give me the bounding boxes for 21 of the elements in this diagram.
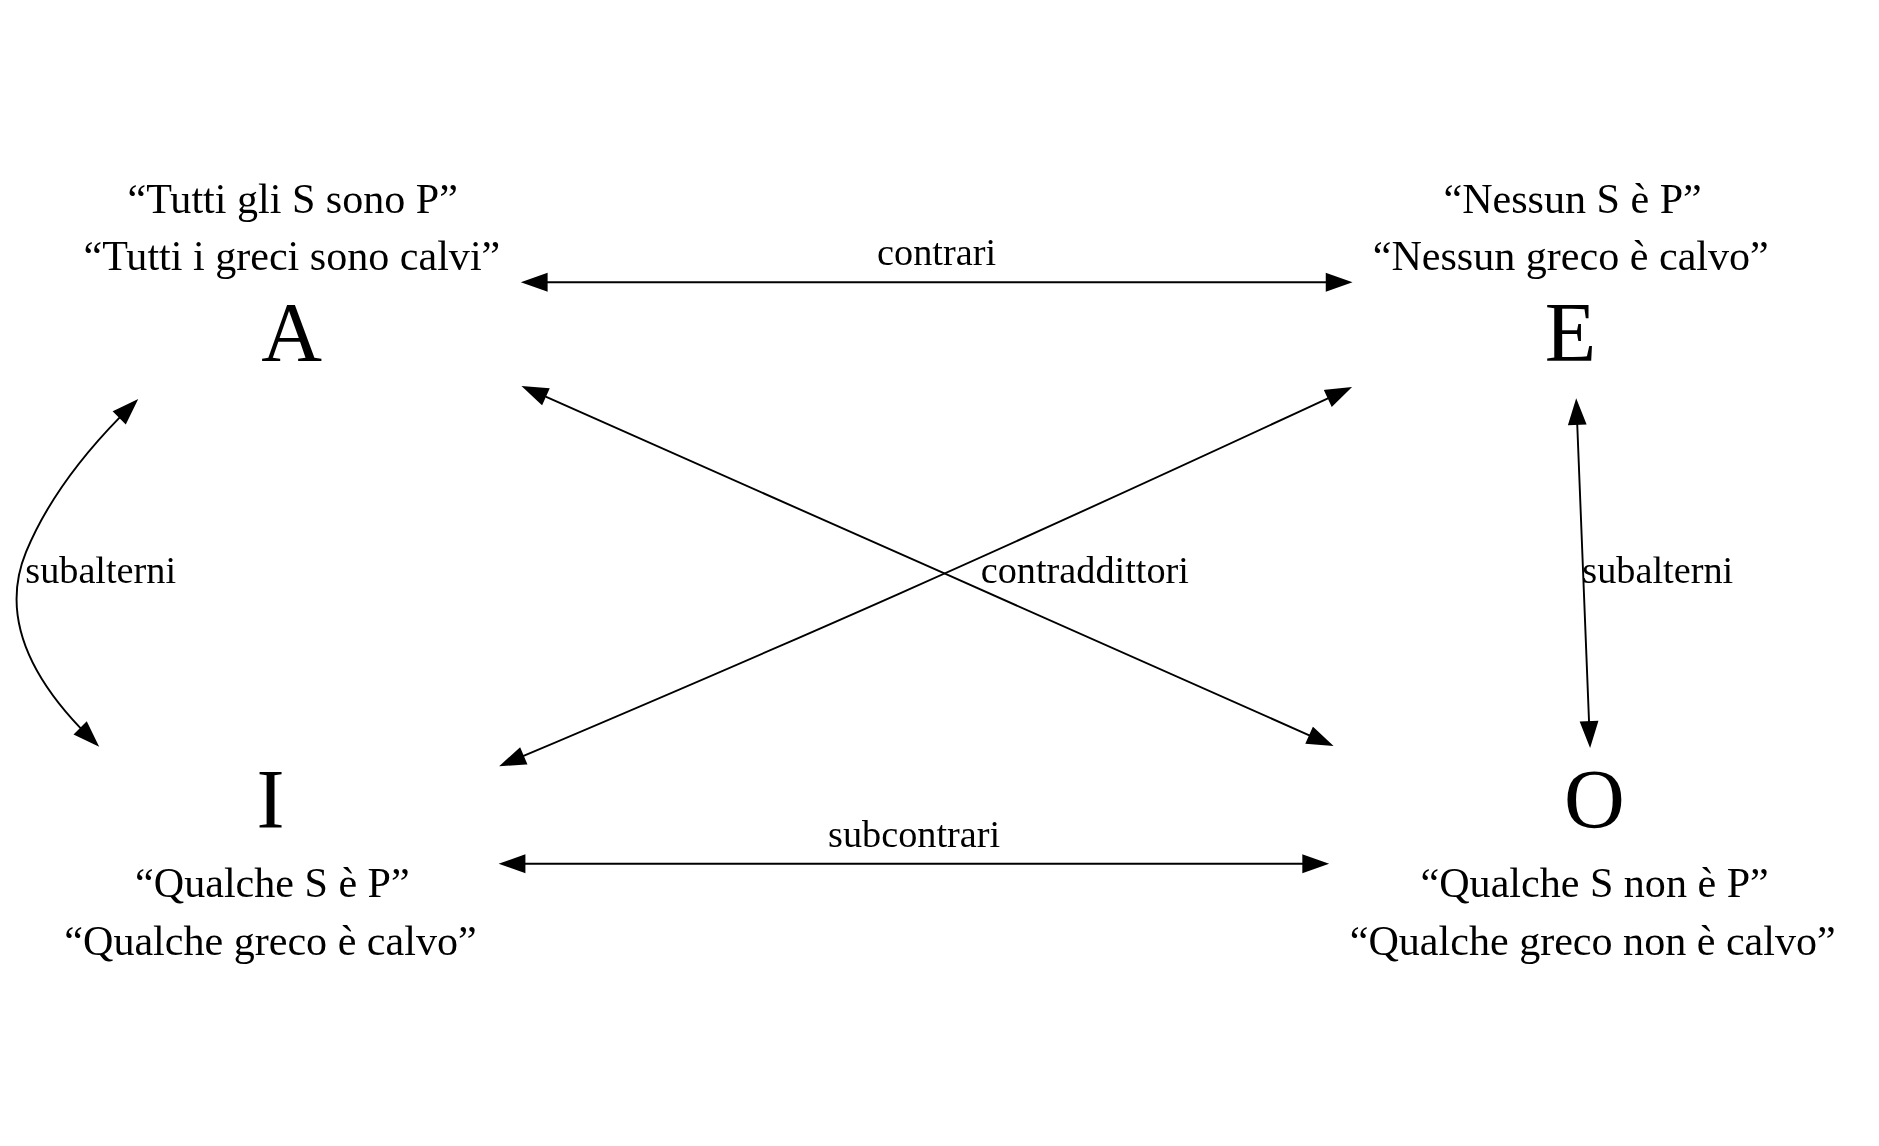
node-label: “Nessun S è P”	[1443, 175, 1702, 222]
node-text: I	[256, 752, 285, 846]
node-label: “Tutti i greci sono calvi”	[83, 233, 501, 280]
edge-label: subalterni	[1582, 548, 1734, 591]
node-label: “Qualche S è P”	[135, 860, 410, 907]
arrow	[520, 272, 1353, 292]
arrow	[498, 854, 1330, 874]
node-text: A	[261, 286, 323, 380]
node-label: “Nessun greco è calvo”	[1372, 233, 1769, 280]
node-label: “Qualche S non è P”	[1420, 860, 1769, 907]
edge-label: subcontrari	[828, 812, 1001, 855]
node-label: “Tutti gli S sono P”	[127, 175, 458, 222]
node-text: E	[1544, 286, 1597, 380]
edge-label: subalterni	[25, 548, 177, 591]
node-text: O	[1564, 752, 1625, 846]
edge-label: contrari	[877, 231, 997, 274]
edge-label: contraddittori	[980, 548, 1189, 591]
node-label: “Qualche greco è calvo”	[64, 917, 477, 964]
arrow	[1567, 398, 1599, 748]
node-label: “Qualche greco non è calvo”	[1349, 917, 1836, 964]
arrow	[15, 399, 139, 747]
